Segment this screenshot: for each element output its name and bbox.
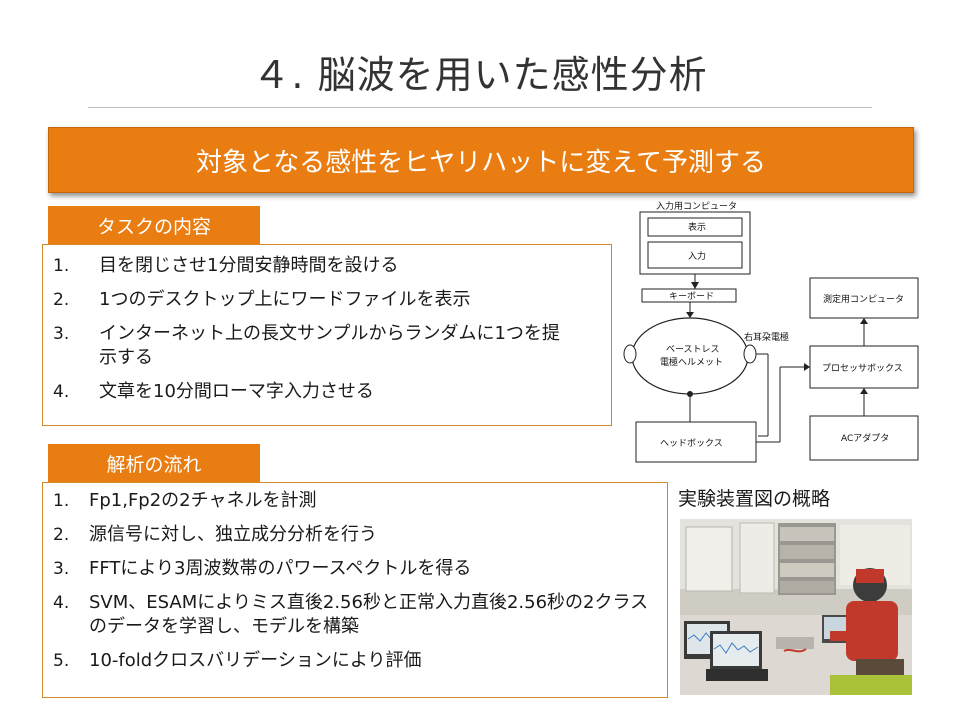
item-text: FFTにより3周波数帯のパワースペクトルを得る (89, 558, 472, 579)
analysis-section-label: 解析の流れ (48, 444, 260, 482)
arrow-head (860, 388, 868, 394)
item-number: 4. (53, 593, 70, 613)
title-divider (88, 107, 872, 108)
task-section-label: タスクの内容 (48, 206, 260, 244)
list-item: 4. 文章を10分間ローマ字入力させる (43, 380, 597, 404)
helmet-label: ベーストレス電極ヘルメット (660, 345, 723, 368)
display-label: 表示 (688, 221, 706, 233)
item-number: 2. (53, 290, 70, 310)
ac-adapter-box (809, 415, 919, 461)
item-text: 目を閉じさせ1分間安静時間を設ける (99, 255, 399, 276)
list-item: 2. 源信号に対し、独立成分分析を行う (43, 523, 653, 547)
electrode-dot (687, 391, 693, 397)
item-text: 源信号に対し、独立成分分析を行う (89, 524, 377, 545)
list-item: 3. インターネット上の長文サンプルからランダムに1つを提示する (43, 322, 597, 370)
analysis-list-box: 1. Fp1,Fp2の2チャネルを計測 2. 源信号に対し、独立成分分析を行う 3.… (42, 482, 668, 698)
photo-illustration (680, 519, 912, 695)
list-item: 4. SVM、ESAMによりミス直後2.56秒と正常入力直後2.56秒の2クラスの… (43, 591, 653, 639)
analysis-list: 1. Fp1,Fp2の2チャネルを計測 2. 源信号に対し、独立成分分析を行う 3.… (43, 483, 667, 673)
task-list-box: 1. 目を閉じさせ1分間安静時間を設ける 2. 1つのデスクトップ上にワードファイル… (42, 244, 612, 426)
item-text: 10-foldクロスバリデーションにより評価 (89, 650, 422, 671)
arrow-head (860, 318, 868, 324)
item-number: 5. (53, 651, 70, 671)
keyboard-label: キーボード (669, 291, 714, 302)
input-label: 入力 (688, 250, 706, 262)
item-text: Fp1,Fp2の2チャネルを計測 (89, 490, 317, 511)
list-item: 2. 1つのデスクトップ上にワードファイルを表示 (43, 288, 597, 312)
list-item: 3. FFTにより3周波数帯のパワースペクトルを得る (43, 557, 653, 581)
right-ear-label: 右耳朶電極 (744, 331, 789, 343)
ac-adapter-label: ACアダプタ (841, 432, 889, 444)
item-text: 文章を10分間ローマ字入力させる (99, 381, 374, 402)
experiment-photo (680, 519, 912, 695)
item-number: 2. (53, 525, 70, 545)
keyboard-box (641, 288, 737, 303)
item-number: 3. (53, 324, 70, 344)
item-number: 3. (53, 559, 70, 579)
headbox-box (635, 421, 757, 463)
input-pc-label: 入力用コンピュータ (656, 200, 737, 212)
item-text: 1つのデスクトップ上にワードファイルを表示 (99, 289, 471, 310)
measure-pc-box (809, 277, 919, 319)
right-ear (743, 344, 757, 364)
item-number: 4. (53, 382, 70, 402)
item-text: インターネット上の長文サンプルからランダムに1つを提示する (99, 323, 560, 368)
experiment-diagram: 入力用コンピュータ 表示 入力 キーボード ベーストレス電極ヘルメット 右耳朶電… (623, 200, 919, 463)
headbox-label: ヘッドボックス (660, 438, 723, 449)
left-ear (623, 344, 637, 364)
arrow-head (686, 312, 694, 318)
task-list: 1. 目を閉じさせ1分間安静時間を設ける 2. 1つのデスクトップ上にワードファイル… (43, 245, 611, 404)
item-text: SVM、ESAMによりミス直後2.56秒と正常入力直後2.56秒の2クラスのデー… (89, 592, 649, 637)
objective-banner: 対象となる感性をヒヤリハットに変えて予測する (48, 127, 914, 193)
slide-title: ４. 脳波を用いた感性分析 (252, 53, 708, 97)
arrow-head (804, 363, 810, 371)
display-box (647, 217, 743, 237)
list-item: 1. 目を閉じさせ1分間安静時間を設ける (43, 254, 597, 278)
processor-label: プロセッサボックス (822, 363, 903, 374)
arrow-head (691, 282, 699, 289)
helmet-shape (631, 317, 749, 395)
measure-pc-label: 測定用コンピュータ (823, 293, 904, 305)
diagram-caption: 実験装置図の概略 (678, 488, 831, 510)
input-box (647, 241, 743, 269)
list-item: 5. 10-foldクロスバリデーションにより評価 (43, 649, 653, 673)
list-item: 1. Fp1,Fp2の2チャネルを計測 (43, 489, 653, 513)
item-number: 1. (53, 256, 70, 276)
item-number: 1. (53, 491, 70, 511)
